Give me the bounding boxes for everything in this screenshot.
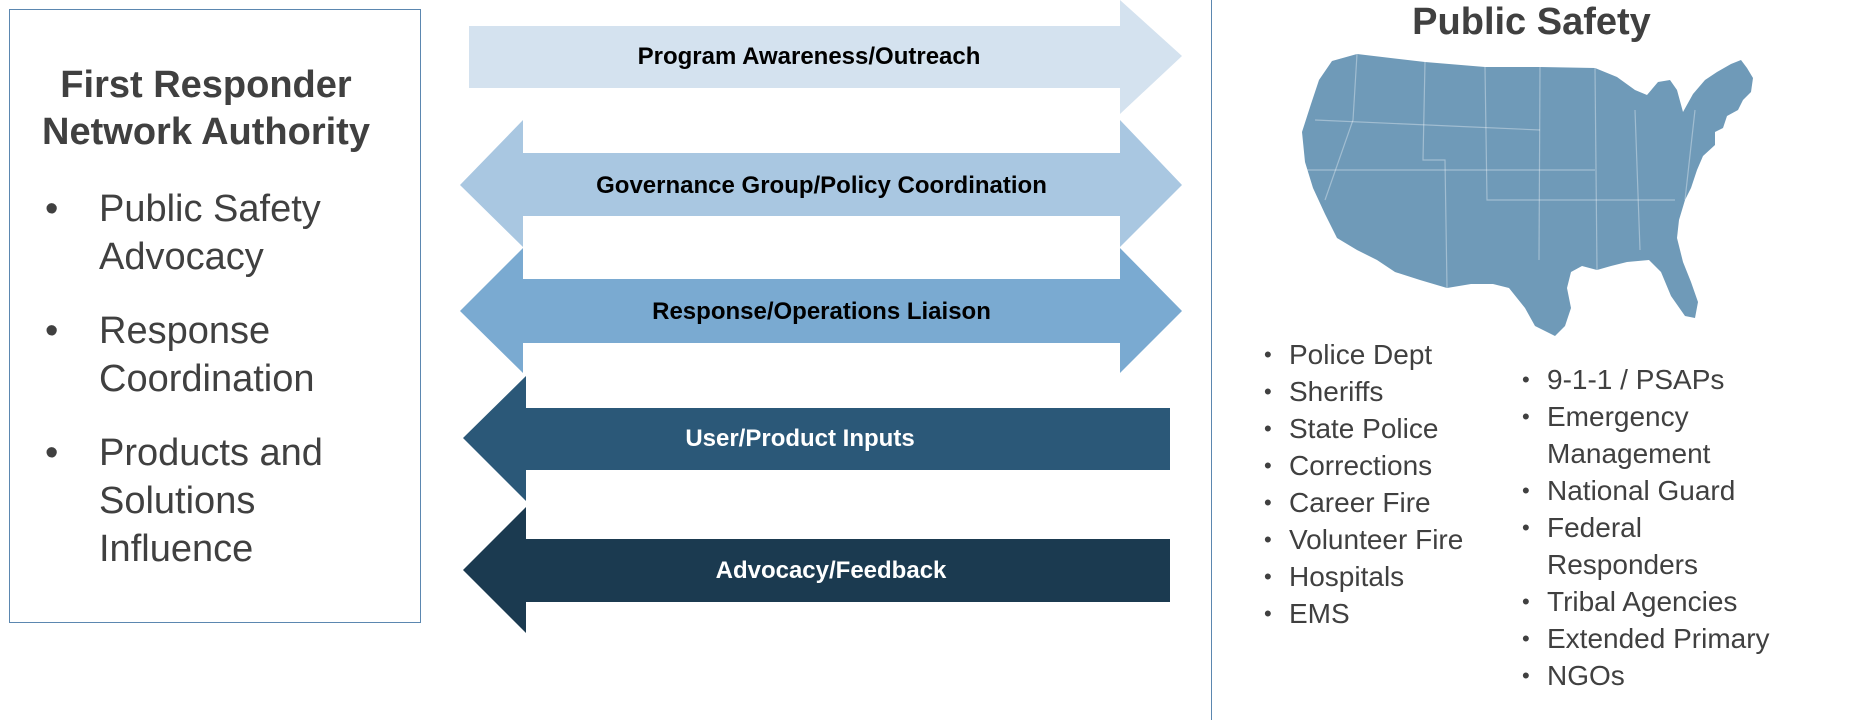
list-item: • Federal Responders [1520,509,1747,583]
bullet: • [1264,564,1272,589]
arrow-label-advocacy-feedback: Advocacy/Feedback [715,557,947,584]
list-item-label: Volunteer Fire [1289,524,1464,555]
bullet: • [45,188,59,230]
state-borders [1307,53,1696,289]
bullet: • [1264,490,1272,515]
list-item: • Extended Primary [1520,620,1810,657]
list-item-label: Hospitals [1289,561,1405,592]
arrow-response-operations [460,248,1182,373]
list-item: • State Police [1262,410,1463,447]
list-item: • National Guard [1520,472,1810,509]
arrow-label-program-awareness: Program Awareness/Outreach [637,43,981,70]
bullet: • [1264,379,1272,404]
bullet: • [1264,527,1272,552]
left-title-line2: Network Authority [42,111,370,153]
bullet: • [1264,453,1272,478]
list-item-label: Emergency Management [1547,401,1711,469]
bullet: • [45,310,59,352]
bullet: • [1522,663,1530,688]
public-safety-list-col2: • 9-1-1 / PSAPs • Emergency Management • Na… [1520,361,1810,694]
bullet: • [1264,416,1272,441]
list-item: • Police Dept [1262,336,1463,373]
left-box-list: • Public Safety Advocacy • Response Coordi… [45,185,399,599]
arrow-label-user-product-inputs: User/Product Inputs [685,425,915,452]
left-list-item-label: Products and Solutions Influence [99,432,323,570]
bullet: • [1522,478,1530,503]
arrow-label-response-operations: Response/Operations Liaison [652,298,991,325]
left-list-item-label: Response Coordination [99,310,315,400]
list-item-label: Police Dept [1289,339,1433,370]
list-item: • EMS [1262,595,1463,632]
list-item-label: 9-1-1 / PSAPs [1547,364,1725,395]
list-item: • Career Fire [1262,484,1463,521]
left-list-item: • Response Coordination [45,307,399,403]
list-item-label: Federal Responders [1547,512,1698,580]
list-item-label: EMS [1289,598,1350,629]
list-item-label: Extended Primary [1547,623,1770,654]
list-item-label: National Guard [1547,475,1736,506]
list-item: • Volunteer Fire [1262,521,1463,558]
left-list-item-label: Public Safety Advocacy [99,188,321,278]
list-item: • NGOs [1520,657,1810,694]
list-item: • Hospitals [1262,558,1463,595]
list-item-label: Sheriffs [1289,376,1384,407]
public-safety-title: Public Safety [1412,1,1651,43]
bullet: • [1522,589,1530,614]
list-item-label: Career Fire [1289,487,1431,518]
list-item: • Tribal Agencies [1520,583,1810,620]
bullet: • [1522,404,1530,429]
list-item-label: NGOs [1547,660,1625,691]
list-item: • Emergency Management [1520,398,1747,472]
us-map-icon [1302,53,1753,336]
left-list-item: • Products and Solutions Influence [45,429,349,573]
list-item-label: State Police [1289,413,1439,444]
arrow-governance-group [460,120,1182,247]
arrow-advocacy-feedback [463,507,1170,633]
arrow-program-awareness [469,0,1182,114]
bullet: • [1522,626,1530,651]
bullet: • [45,432,59,474]
list-item: • Corrections [1262,447,1463,484]
arrow-user-product-inputs [463,376,1170,501]
bullet: • [1522,515,1530,540]
left-box-title: First Responder Network Authority [0,62,412,156]
bullet: • [1264,601,1272,626]
left-list-item: • Public Safety Advocacy [45,185,399,281]
arrow-label-governance-group: Governance Group/Policy Coordination [596,172,1047,199]
public-safety-list-col1: • Police Dept • Sheriffs • State Police • Co… [1262,336,1463,632]
left-title-line1: First Responder [60,64,352,106]
list-item-label: Corrections [1289,450,1433,481]
first-responder-box [9,9,421,623]
us-map-shape [1302,54,1753,336]
bullet: • [1264,342,1272,367]
bullet: • [1522,367,1530,392]
list-item: • 9-1-1 / PSAPs [1520,361,1810,398]
list-item-label: Tribal Agencies [1547,586,1738,617]
public-safety-panel [1211,0,1852,720]
list-item: • Sheriffs [1262,373,1463,410]
